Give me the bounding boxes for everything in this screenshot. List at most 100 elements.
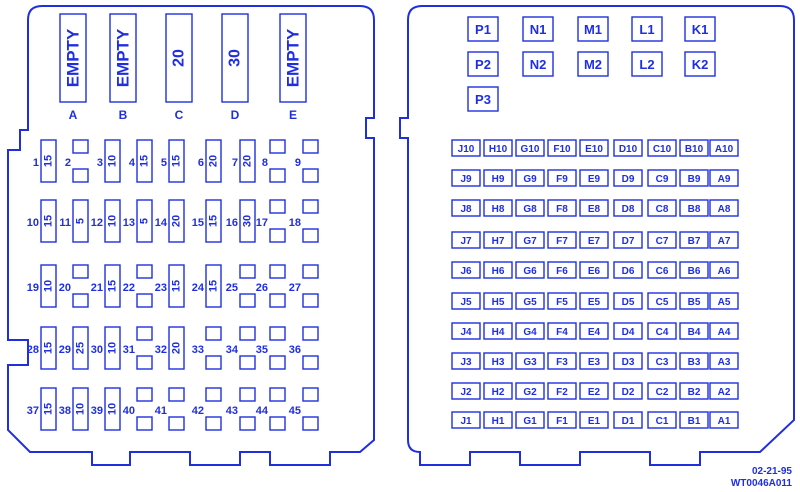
relay-label: L1: [639, 22, 654, 37]
fuse-terminal: [72, 293, 89, 308]
fuse-number: 20: [59, 282, 71, 294]
fuse-number: 39: [91, 405, 103, 417]
fuse-21: [104, 264, 121, 308]
fuse-label: F2: [556, 387, 568, 398]
fuse-B4: [679, 322, 709, 340]
relay-P1: [467, 16, 499, 42]
fuse-J8: [451, 199, 481, 217]
fuse-label: A2: [718, 387, 731, 398]
fuse-terminal: [205, 416, 222, 431]
fuse-A1: [709, 411, 739, 429]
fuse-label: C7: [656, 236, 669, 247]
fuse-B6: [679, 261, 709, 279]
fuse-label: E9: [588, 174, 601, 185]
fuse-label: D8: [622, 204, 635, 215]
fuse-28: [40, 326, 57, 370]
fuse-J7: [451, 231, 481, 249]
fuse-G7: [515, 231, 545, 249]
fuse-number: 37: [27, 405, 39, 417]
fuse-label: H7: [492, 236, 505, 247]
fuse-label: H6: [492, 266, 505, 277]
fuse-terminal: [302, 293, 319, 308]
fuse-number: 18: [289, 217, 301, 229]
relay-label: M2: [584, 57, 602, 72]
fuse-A3: [709, 352, 739, 370]
fuse-label: E10: [585, 144, 603, 155]
fuse-A6: [709, 261, 739, 279]
fuse-amperage: 10: [107, 155, 119, 167]
fuse-terminal: [205, 326, 222, 341]
fuse-label: B9: [688, 174, 701, 185]
fuse-slot-E: [279, 13, 307, 103]
relay-M1: [577, 16, 609, 42]
relay-K1: [684, 16, 716, 42]
fuse-amperage: 10: [43, 280, 55, 292]
fuse-number: 28: [27, 344, 39, 356]
fuse-24: [205, 264, 222, 308]
fuse-label: G8: [523, 204, 537, 215]
fuse-number: 43: [226, 405, 238, 417]
fuse-1: [40, 139, 57, 183]
fuse-D5: [613, 292, 643, 310]
fuse-G3: [515, 352, 545, 370]
fuse-slot-B: [109, 13, 137, 103]
fuse-terminal: [239, 293, 256, 308]
fuse-label: C2: [656, 387, 669, 398]
fuse-terminal: [269, 168, 286, 183]
fuse-terminal: [239, 355, 256, 370]
fuse-F6: [547, 261, 577, 279]
fuse-amperage: 10: [107, 342, 119, 354]
fuse-amperage: 15: [43, 403, 55, 415]
fuse-number: 30: [91, 344, 103, 356]
fuse-label: F1: [556, 416, 568, 427]
fuse-number: 26: [256, 282, 268, 294]
fuse-label: F5: [556, 297, 568, 308]
fuse-3: [104, 139, 121, 183]
fuse-terminal: [302, 139, 319, 154]
fuse-13: [136, 199, 153, 243]
fuse-label: G7: [523, 236, 537, 247]
fuse-number: 41: [155, 405, 167, 417]
fuse-label: H2: [492, 387, 505, 398]
fuse-E1: [579, 411, 609, 429]
fuse-terminal: [72, 168, 89, 183]
fuse-label: H4: [492, 327, 505, 338]
fuse-label: E5: [588, 297, 601, 308]
fuse-E4: [579, 322, 609, 340]
fuse-label: H9: [492, 174, 505, 185]
fuse-E5: [579, 292, 609, 310]
fuse-G8: [515, 199, 545, 217]
fuse-value: EMPTY: [64, 28, 83, 87]
fuse-label: E7: [588, 236, 601, 247]
fuse-C9: [647, 169, 677, 187]
fuse-label: J3: [460, 357, 472, 368]
fuse-terminal: [302, 326, 319, 341]
fuse-label: G2: [523, 387, 537, 398]
fuse-amperage: 10: [107, 403, 119, 415]
fuse-number: 22: [123, 282, 135, 294]
fuse-37: [40, 387, 57, 431]
fuse-label: F10: [553, 144, 571, 155]
fuse-D3: [613, 352, 643, 370]
fuse-amperage: 10: [107, 215, 119, 227]
fuse-10: [40, 199, 57, 243]
relay-L1: [631, 16, 663, 42]
fuse-number: 9: [295, 157, 301, 169]
fuse-5: [168, 139, 185, 183]
fuse-label: H3: [492, 357, 505, 368]
fuse-amperage: 15: [171, 280, 183, 292]
fuse-label: B4: [688, 327, 701, 338]
fuse-H9: [483, 169, 513, 187]
fuse-F8: [547, 199, 577, 217]
fuse-C4: [647, 322, 677, 340]
fuse-value: EMPTY: [284, 28, 303, 87]
fuse-C1: [647, 411, 677, 429]
fuse-terminal: [136, 355, 153, 370]
fuse-label: J6: [460, 266, 472, 277]
fuse-terminal: [205, 387, 222, 402]
fuse-label: F4: [556, 327, 568, 338]
fuse-number: 11: [59, 217, 71, 229]
fuse-amperage: 15: [107, 280, 119, 292]
fuse-number: 25: [226, 282, 238, 294]
